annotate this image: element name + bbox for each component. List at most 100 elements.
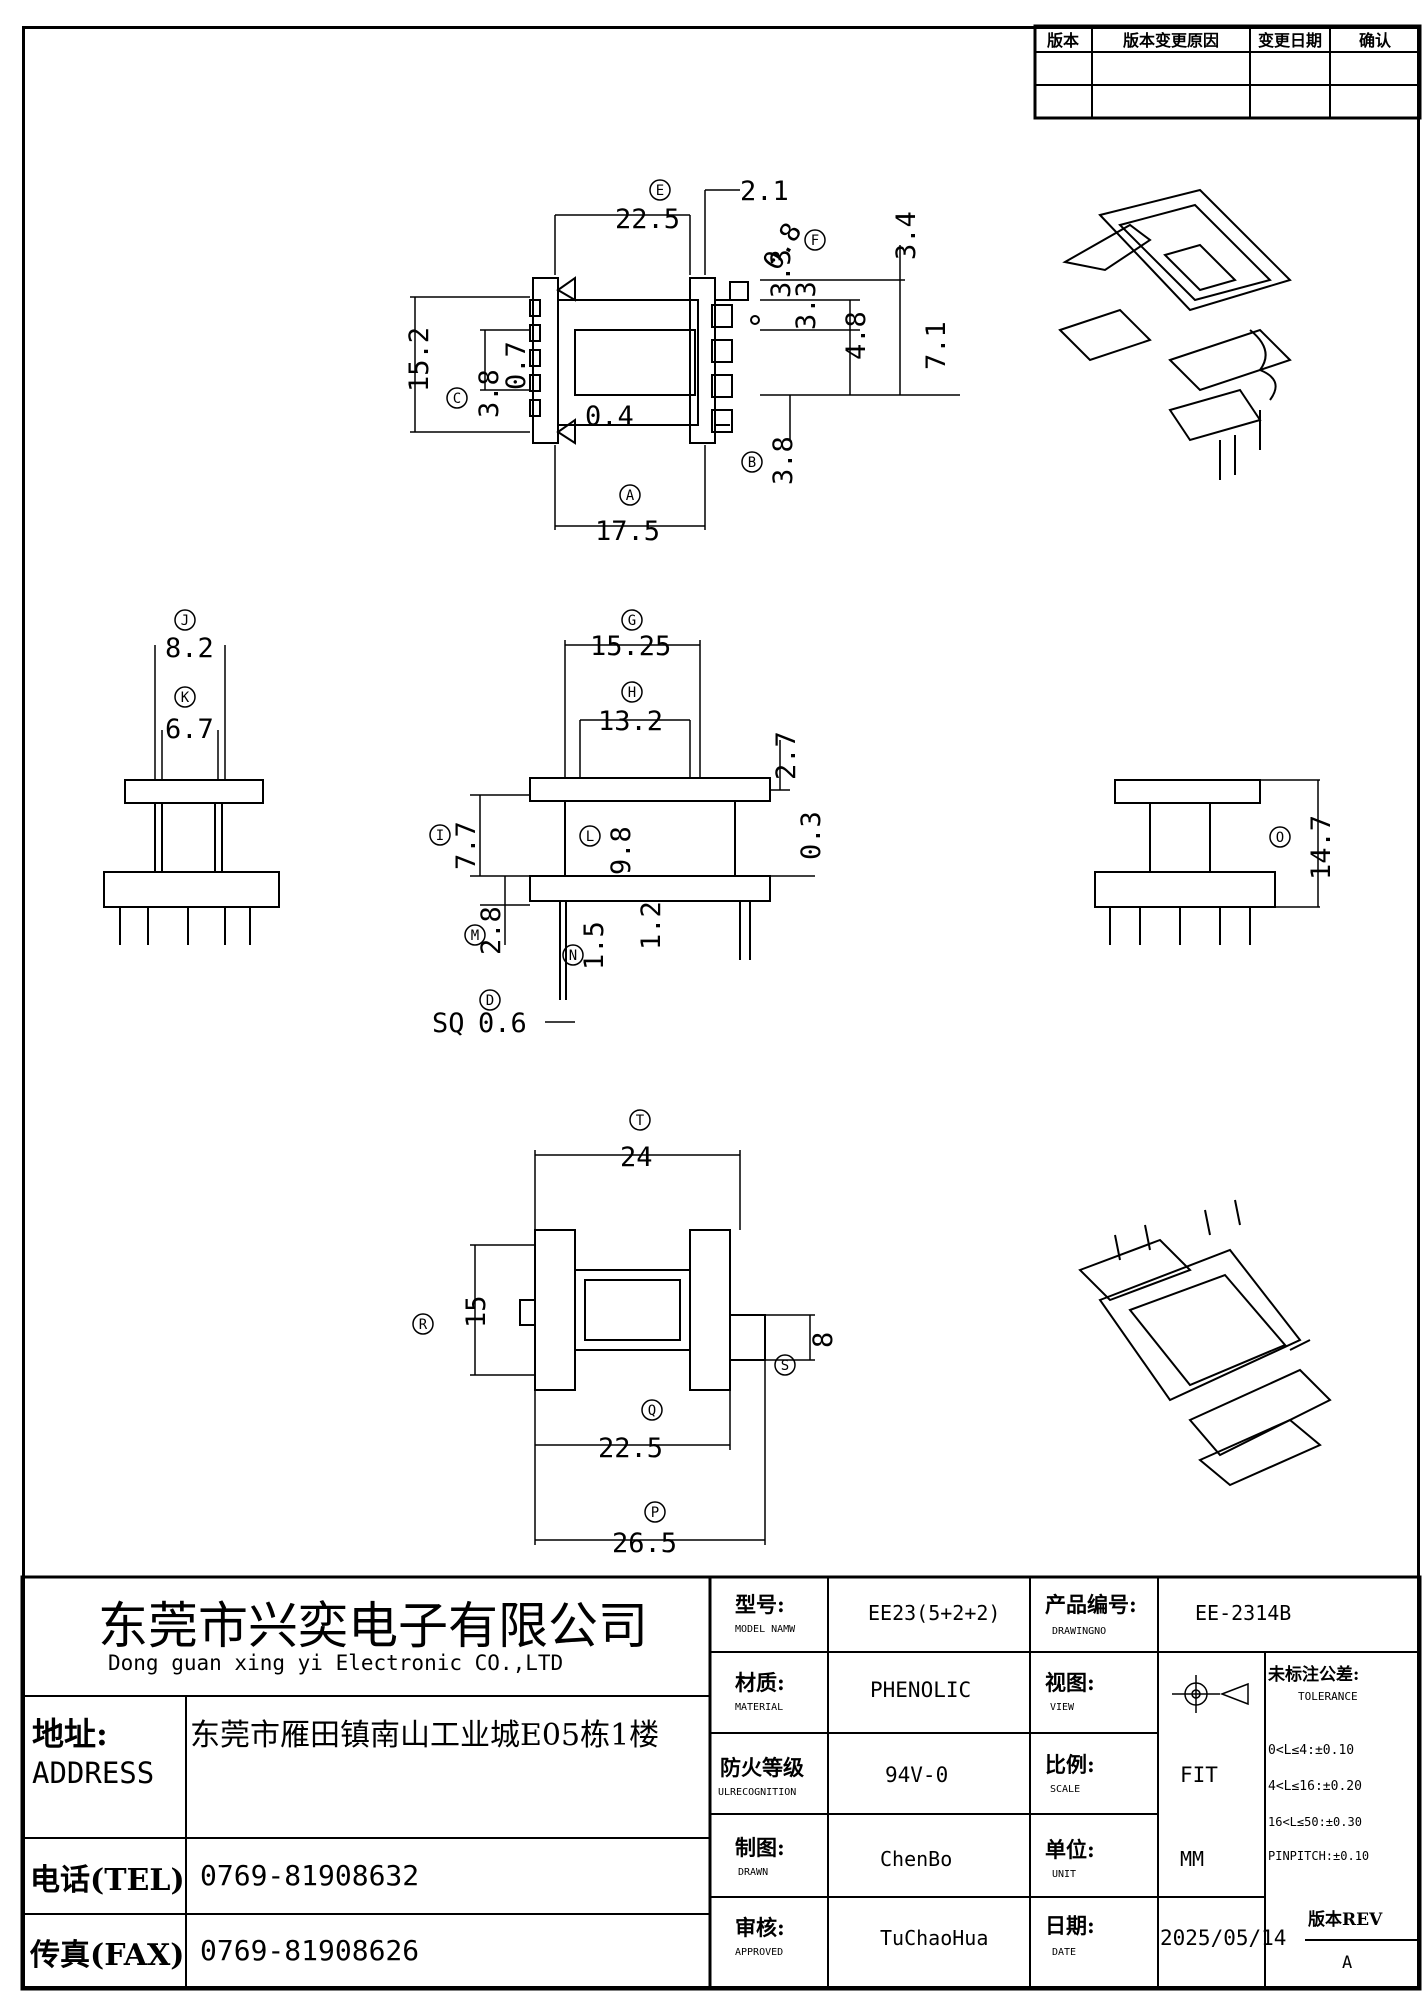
balloon-B: B: [748, 455, 756, 471]
drawn-label-cn: 制图:: [735, 1835, 785, 1860]
balloon-Q: Q: [648, 1403, 656, 1419]
unit-value: MM: [1180, 1847, 1204, 1871]
address-label-en: ADDRESS: [32, 1756, 154, 1790]
tolerance-line-2: 4<L≤16:±0.20: [1268, 1779, 1362, 1794]
scale-value: FIT: [1180, 1763, 1218, 1787]
dim-G: 15.25: [590, 631, 671, 662]
dim-P: 26.5: [612, 1528, 677, 1559]
top-view: [410, 189, 960, 530]
rev-label: 版本REV: [1308, 1909, 1383, 1930]
unit-label-en: UNIT: [1052, 1869, 1076, 1880]
balloon-C: C: [453, 391, 461, 407]
left-view: [103, 645, 280, 945]
dim-D-prefix: SQ: [432, 1008, 465, 1039]
dim-E: 22.5: [615, 204, 680, 235]
view-label-cn: 视图:: [1045, 1670, 1095, 1695]
dim-H: 13.2: [598, 706, 663, 737]
company-name-en: Dong guan xing yi Electronic CO.,LTD: [108, 1651, 563, 1675]
dim-3-4: 3.4: [891, 211, 922, 260]
date-label-en: DATE: [1052, 1947, 1076, 1958]
fax-label: 传真(FAX): [29, 1938, 184, 1973]
dim-0-3: 0.3: [796, 811, 827, 860]
drawingno-value: EE-2314B: [1195, 1601, 1291, 1625]
tel-label: 电话(TEL): [30, 1863, 185, 1898]
balloon-M: M: [471, 928, 479, 944]
balloon-A: A: [626, 488, 635, 504]
dim-T: 24: [620, 1142, 653, 1173]
scale-label-en: SCALE: [1050, 1784, 1080, 1795]
material-label-en: MATERIAL: [735, 1702, 783, 1713]
address-label-cn: 地址:: [32, 1715, 108, 1753]
balloon-N: N: [569, 948, 577, 964]
revision-table: [1033, 24, 1422, 120]
rev-header-reason: 版本变更原因: [1122, 31, 1219, 50]
isometric-view-top: [1058, 188, 1292, 480]
balloon-T: T: [636, 1113, 645, 1129]
tel-value: 0769-81908632: [200, 1859, 419, 1892]
dim-A: 17.5: [595, 516, 660, 547]
isometric-view-bottom: [1078, 1199, 1332, 1487]
dim-3-3-a: 3.3: [766, 249, 797, 298]
dim-O: 14.7: [1306, 815, 1337, 880]
drawn-value: ChenBo: [880, 1847, 952, 1871]
balloon-O: O: [1276, 830, 1284, 846]
model-value: EE23(5+2+2): [868, 1601, 1000, 1625]
company-name-cn: 东莞市兴奕电子有限公司: [98, 1597, 648, 1655]
date-value: 2025/05/14: [1160, 1926, 1286, 1950]
address-value: 东莞市雁田镇南山工业城E05栋1楼: [190, 1718, 659, 1753]
rev-header-version: 版本: [1046, 31, 1079, 50]
balloon-K: K: [181, 690, 190, 706]
ul-label-en: ULRECOGNITION: [718, 1787, 796, 1798]
balloon-L: L: [586, 829, 594, 845]
rev-header-date: 变更日期: [1258, 31, 1322, 50]
front-view: [470, 640, 815, 1023]
model-label-en: MODEL NAMW: [735, 1624, 796, 1635]
dim-L: 9.8: [606, 826, 637, 875]
balloon-G: G: [628, 613, 636, 629]
date-label-cn: 日期:: [1045, 1913, 1095, 1938]
dim-2-7: 2.7: [771, 731, 802, 780]
dim-I: 7.7: [451, 821, 482, 870]
balloon-D: D: [486, 993, 494, 1009]
balloon-E: E: [656, 183, 664, 199]
material-label-cn: 材质:: [735, 1670, 785, 1695]
dim-S: 8: [808, 1332, 839, 1348]
balloon-R: R: [419, 1317, 428, 1333]
unit-label-cn: 单位:: [1045, 1837, 1095, 1862]
tolerance-line-4: PINPITCH:±0.10: [1268, 1849, 1369, 1863]
ul-label-cn: 防火等级: [720, 1755, 804, 1780]
title-block-grid: [20, 1575, 1422, 1991]
bottom-view: [470, 1150, 815, 1545]
dim-3-3-b: 3.3: [791, 281, 822, 330]
rev-header-confirm: 确认: [1359, 31, 1392, 50]
approved-label-en: APPROVED: [735, 1947, 783, 1958]
fax-value: 0769-81908626: [200, 1934, 419, 1967]
model-label-cn: 型号:: [735, 1592, 785, 1617]
dim-15-2: 15.2: [404, 327, 435, 392]
approved-value: TuChaoHua: [880, 1926, 988, 1950]
balloon-J: J: [181, 613, 189, 629]
dim-R: 15: [461, 1295, 492, 1328]
material-value: PHENOLIC: [870, 1678, 971, 1702]
right-view: [1094, 779, 1320, 945]
drawingno-label-en: DRAWINGNO: [1052, 1626, 1106, 1637]
approved-label-cn: 审核:: [735, 1915, 785, 1940]
drawingno-label-cn: 产品编号:: [1045, 1592, 1137, 1617]
balloon-S: S: [781, 1358, 789, 1374]
dim-0-7: 0.7: [501, 341, 532, 390]
tolerance-line-3: 16<L≤50:±0.30: [1268, 1815, 1362, 1829]
tolerance-label-en: TOLERANCE: [1298, 1690, 1358, 1703]
drawn-label-en: DRAWN: [738, 1867, 768, 1878]
rev-value: A: [1342, 1953, 1352, 1973]
dim-M: 2.8: [476, 906, 507, 955]
ul-value: 94V-0: [885, 1763, 948, 1787]
balloon-F: F: [811, 233, 819, 249]
balloon-I: I: [436, 828, 444, 844]
dim-top-gap: 2.1: [740, 176, 789, 207]
dim-N: 1.5: [579, 921, 610, 970]
tolerance-line-1: 0<L≤4:±0.10: [1268, 1743, 1354, 1758]
dim-J: 8.2: [165, 633, 214, 664]
dim-D: 0.6: [478, 1008, 527, 1039]
tolerance-label-cn: 未标注公差:: [1267, 1664, 1359, 1685]
